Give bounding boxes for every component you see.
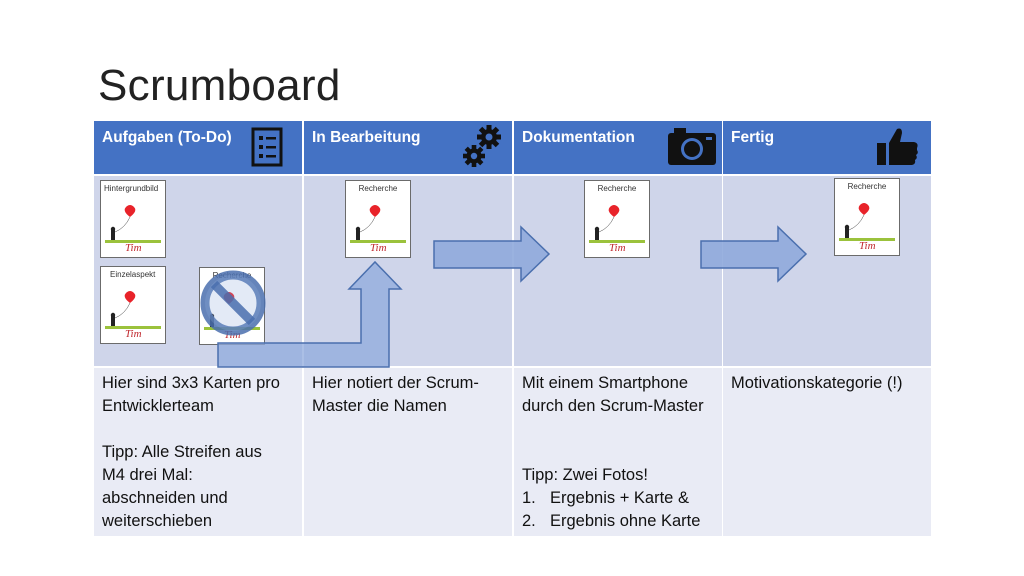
description-line: Tipp: Zwei Fotos!: [522, 466, 648, 484]
description-line: Mit einem Smartphone: [522, 374, 688, 392]
balloon-girl-image: Tim: [839, 198, 895, 250]
card-signature: Tim: [125, 328, 142, 338]
description-line: M4 drei Mal:: [102, 466, 193, 484]
task-card-recherche-done[interactable]: Recherche Tim: [834, 178, 900, 256]
description-in-progress: Hier notiert der Scrum- Master die Namen: [304, 368, 512, 536]
checklist-icon: [251, 127, 283, 167]
task-card-hintergrundbild[interactable]: Hintergrundbild Tim: [100, 180, 166, 258]
header-documentation-label: Dokumentation: [522, 129, 635, 146]
card-label: Recherche: [358, 184, 398, 193]
card-label: Recherche: [597, 184, 637, 193]
header-in-progress-label: In Bearbeitung: [312, 129, 421, 146]
card-label: Recherche: [212, 271, 252, 280]
description-todo: Hier sind 3x3 Karten pro Entwicklerteam …: [94, 368, 302, 536]
slide-title: Scrumboard: [98, 61, 341, 110]
list-item: 2. Ergebnis ohne Karte: [522, 510, 718, 533]
header-todo-label: Aufgaben (To-Do): [102, 129, 232, 146]
list-item-text: Ergebnis ohne Karte: [550, 512, 701, 530]
description-line: Hier sind 3x3 Karten pro: [102, 374, 280, 392]
header-in-progress: In Bearbeitung: [304, 121, 512, 174]
task-card-einzelaspekt[interactable]: Einzelaspekt Tim: [100, 266, 166, 344]
description-line: Entwicklerteam: [102, 397, 214, 415]
description-line: abschneiden und: [102, 489, 228, 507]
description-line: Master die Namen: [312, 397, 447, 415]
thumbs-up-icon: [877, 128, 918, 165]
description-line: Motivationskategorie (!): [731, 374, 903, 392]
card-signature: Tim: [125, 242, 142, 252]
gears-icon: [463, 125, 501, 167]
header-todo: Aufgaben (To-Do): [94, 121, 302, 174]
list-item-number: 1.: [522, 489, 536, 507]
header-documentation: Dokumentation: [514, 121, 722, 174]
card-signature: Tim: [224, 329, 241, 339]
list-item-number: 2.: [522, 512, 536, 530]
header-done-label: Fertig: [731, 129, 775, 146]
card-label: Hintergrundbild: [104, 184, 159, 193]
card-label: Einzelaspekt: [110, 270, 156, 279]
description-line: durch den Scrum-Master: [522, 397, 704, 415]
balloon-girl-image: Tim: [589, 200, 645, 252]
description-done: Motivationskategorie (!): [723, 368, 931, 536]
list-item-text: Ergebnis + Karte &: [550, 489, 689, 507]
task-card-recherche-documentation[interactable]: Recherche Tim: [584, 180, 650, 258]
card-label: Recherche: [847, 182, 887, 191]
description-line: Tipp: Alle Streifen aus: [102, 443, 262, 461]
card-signature: Tim: [609, 242, 626, 252]
balloon-girl-image: Tim: [105, 286, 161, 338]
balloon-girl-image: Tim: [350, 200, 406, 252]
task-card-recherche-in-progress[interactable]: Recherche Tim: [345, 180, 411, 258]
card-signature: Tim: [859, 240, 876, 250]
balloon-girl-image: Tim: [204, 287, 260, 339]
balloon-girl-image: Tim: [105, 200, 161, 252]
camera-icon: [668, 128, 716, 165]
card-signature: Tim: [370, 242, 387, 252]
description-line: weiterschieben: [102, 512, 213, 530]
list-item: 1. Ergebnis + Karte &: [522, 487, 718, 510]
description-documentation: Mit einem Smartphone durch den Scrum-Mas…: [514, 368, 722, 536]
description-line: Hier notiert der Scrum-: [312, 374, 479, 392]
header-done: Fertig: [723, 121, 931, 174]
task-card-recherche-todo[interactable]: Recherche Tim: [199, 267, 265, 345]
